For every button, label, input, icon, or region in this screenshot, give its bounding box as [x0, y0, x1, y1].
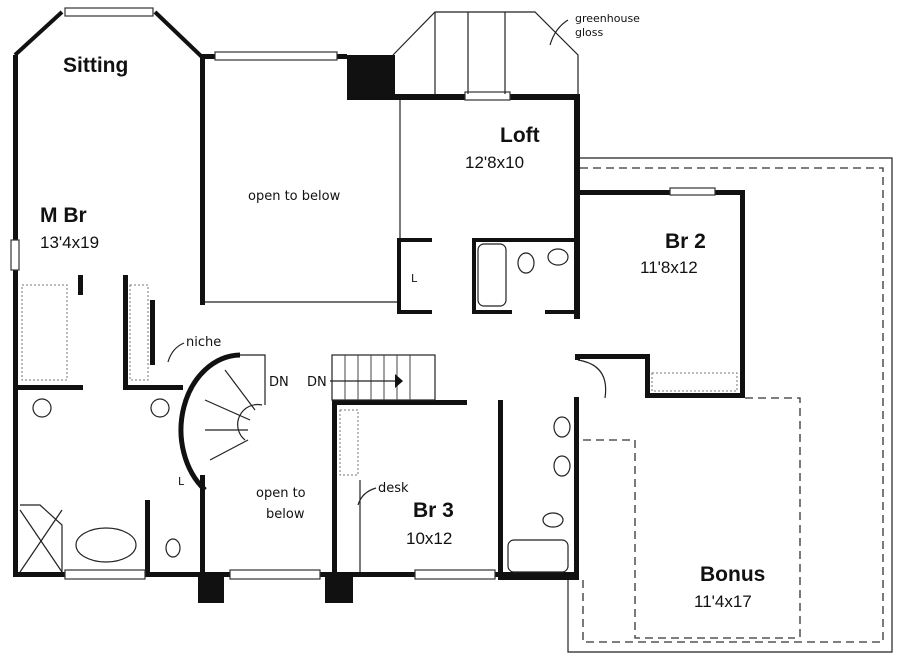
note-greenhouse-1: greenhouse — [575, 12, 640, 25]
room-labels: Sitting M Br 13'4x19 Loft 12'8x10 Br 2 1… — [40, 54, 765, 611]
stair-dn-label-1: DN — [269, 375, 289, 390]
roof-lines — [567, 157, 893, 653]
note-desk: desk — [378, 481, 409, 496]
greenhouse — [392, 11, 579, 95]
closet-hatching — [21, 284, 738, 476]
room-size-master: 13'4x19 — [40, 233, 99, 252]
room-name-br2: Br 2 — [665, 230, 706, 253]
note-niche: niche — [186, 335, 221, 350]
room-name-master: M Br — [40, 204, 87, 227]
note-open-to-below-lower-1: open to — [256, 486, 306, 501]
note-open-to-below-lower-2: below — [266, 507, 305, 522]
room-name-br3: Br 3 — [413, 499, 454, 522]
room-name-bonus: Bonus — [700, 563, 765, 586]
room-name-loft: Loft — [500, 124, 540, 147]
linen-label-master: L — [178, 475, 185, 488]
stairs — [178, 352, 436, 492]
plan-notes: open to below open to below greenhouse g… — [167, 12, 640, 522]
note-open-to-below-upper: open to below — [248, 189, 341, 204]
stair-dn-label-2: DN — [307, 375, 327, 390]
room-name-sitting: Sitting — [63, 54, 128, 77]
note-greenhouse-2: gloss — [575, 26, 603, 39]
room-size-loft: 12'8x10 — [465, 153, 524, 172]
room-size-br3: 10x12 — [406, 529, 452, 548]
windows — [10, 7, 716, 580]
linen-label-loft: L — [411, 272, 418, 285]
fixtures — [19, 243, 607, 573]
pier — [325, 575, 353, 603]
room-size-br2: 11'8x12 — [640, 258, 698, 277]
pier — [198, 575, 224, 603]
room-size-bonus: 11'4x17 — [694, 592, 752, 611]
